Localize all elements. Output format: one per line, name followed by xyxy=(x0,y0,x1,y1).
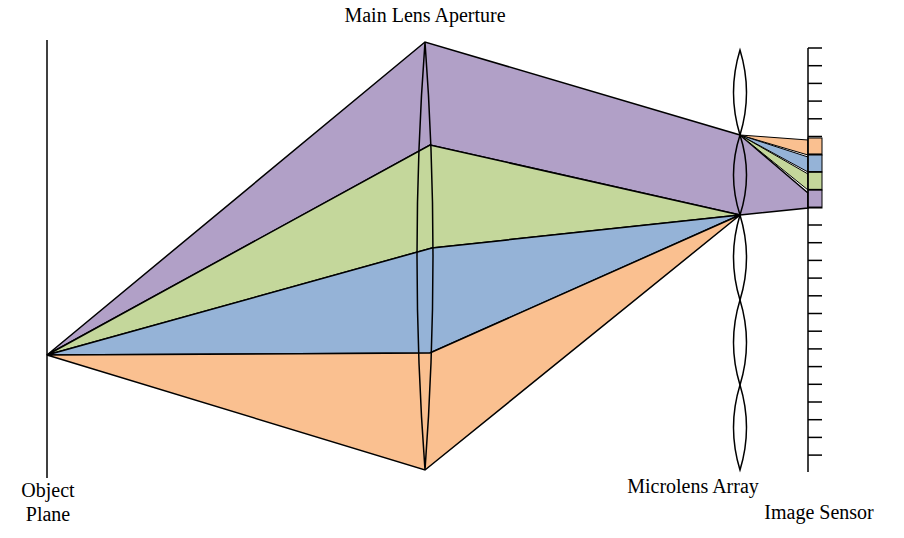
sensor-pixel xyxy=(808,155,822,172)
sensor-label: Image Sensor xyxy=(738,500,900,524)
sensor-tick xyxy=(808,366,822,368)
sensor-tick xyxy=(808,313,822,315)
sensor-tick xyxy=(808,100,822,102)
plane-label: Object Plane xyxy=(2,478,94,526)
sensor-tick xyxy=(808,454,822,456)
sensor-tick xyxy=(808,348,822,350)
sensor-tick xyxy=(808,384,822,386)
lens-label: Main Lens Aperture xyxy=(325,3,525,27)
sensor-tick xyxy=(808,401,822,403)
sensor-tick xyxy=(808,118,822,120)
sensor-tick xyxy=(808,437,822,439)
sensor-tick xyxy=(808,65,822,67)
ray-bundle-orange xyxy=(47,215,740,470)
sensor-pixel xyxy=(808,172,822,190)
sensor-tick xyxy=(808,153,822,155)
sensor-tick xyxy=(808,224,822,226)
sensor-tick xyxy=(808,136,822,138)
microlens xyxy=(734,385,747,470)
object-plane-line xyxy=(46,40,48,478)
sensor-pixel xyxy=(808,138,822,155)
sensor-tick xyxy=(808,277,822,279)
sensor-tick xyxy=(808,330,822,332)
microlens xyxy=(734,50,747,135)
sensor-pixel xyxy=(808,190,822,208)
microlens-label: Microlens Array xyxy=(598,474,788,498)
sensor-tick xyxy=(808,419,822,421)
sensor-tick xyxy=(808,242,822,244)
sensor-tick xyxy=(808,171,822,173)
microlens-array xyxy=(734,50,747,470)
sensor-tick xyxy=(808,83,822,85)
microlens xyxy=(734,215,747,300)
sensor-ticks xyxy=(808,48,822,455)
main-lens xyxy=(417,42,433,470)
sensor-tick xyxy=(808,189,822,191)
ray-green-after xyxy=(740,135,808,190)
sensor-tick xyxy=(808,47,822,49)
microlens xyxy=(734,300,747,385)
sensor-tick xyxy=(808,260,822,262)
ray-bundle-green xyxy=(47,145,740,355)
sensor-tick xyxy=(808,207,822,209)
sensor-tick xyxy=(808,295,822,297)
microlens xyxy=(734,135,747,215)
